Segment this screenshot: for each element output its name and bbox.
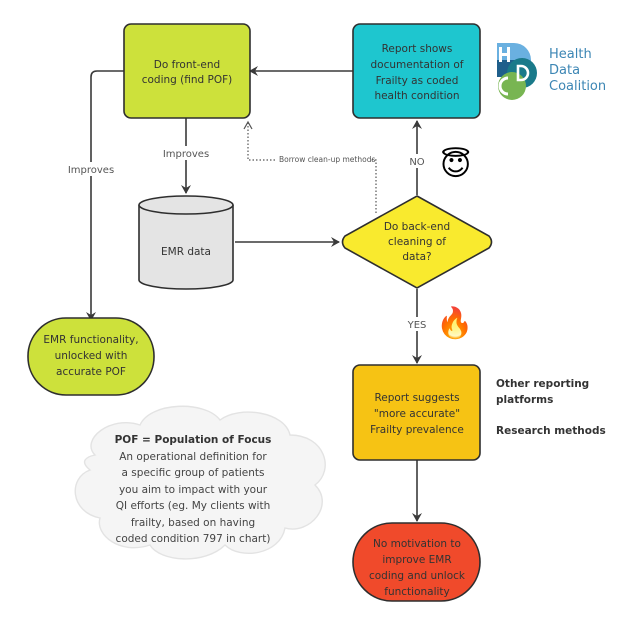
- node-text: Do front-end: [154, 59, 220, 71]
- health-data-coalition-logo: Health Data Coalition: [497, 43, 606, 100]
- edge-label-no: NO: [409, 157, 424, 168]
- node-text: coding (find POF): [142, 74, 233, 86]
- node-text: health condition: [374, 90, 459, 102]
- node-text: cleaning of: [388, 236, 446, 248]
- cloud-title: POF = Population of Focus: [115, 434, 272, 446]
- logo-text-data: Data: [549, 63, 580, 78]
- node-text: data?: [402, 251, 431, 263]
- node-text: documentation of: [371, 59, 464, 71]
- node-emr-functionality: EMR functionality, unlocked with accurat…: [27, 317, 155, 396]
- node-report-shows-coded: Report shows documentation of Frailty as…: [352, 23, 481, 119]
- node-text: Do back-end: [384, 221, 450, 233]
- fire-icon: 🔥: [436, 305, 473, 341]
- node-text: EMR data: [161, 246, 211, 258]
- node-text: functionality: [384, 586, 450, 598]
- cloud-text-line: QI efforts (eg. My clients with: [116, 500, 271, 512]
- pof-definition-cloud: POF = Population of Focus An operational…: [74, 405, 326, 560]
- node-text: Frailty prevalence: [370, 424, 464, 436]
- edge-borrow-dotted: [243, 120, 377, 213]
- edge-label-improves-left: Improves: [68, 165, 114, 176]
- node-text: Report suggests: [374, 392, 459, 404]
- smiling-face-with-halo-icon: 😇: [440, 147, 471, 183]
- edge-label-improves-center: Improves: [163, 149, 209, 160]
- node-text: EMR functionality,: [43, 334, 138, 346]
- node-back-end-cleaning: Do back-end cleaning of data?: [341, 195, 493, 289]
- logo-text-health: Health: [549, 47, 592, 62]
- cloud-text-line: frailty, based on having: [131, 517, 255, 529]
- side-note-other-reporting: Other reporting: [496, 378, 589, 390]
- edge-label-yes: YES: [407, 320, 427, 331]
- node-text: Frailty as coded: [376, 75, 459, 87]
- node-report-suggests: Report suggests "more accurate" Frailty …: [352, 364, 481, 461]
- cloud-text-line: coded condition 797 in chart): [116, 533, 271, 545]
- node-emr-data: EMR data: [138, 195, 234, 290]
- edge-frontend-to-functionality: [86, 70, 124, 321]
- side-note-research-methods: Research methods: [496, 425, 606, 437]
- cloud-text-line: An operational definition for: [119, 451, 267, 463]
- cloud-text-line: a specific group of patients: [122, 467, 265, 479]
- edge-label-borrow: Borrow clean-up methods: [279, 155, 375, 164]
- node-text: "more accurate": [374, 408, 460, 420]
- node-front-end-coding: Do front-end coding (find POF): [123, 23, 251, 119]
- hdc-logo-mark-icon: [497, 43, 537, 100]
- node-text: improve EMR: [382, 554, 451, 566]
- node-text: accurate POF: [56, 366, 126, 378]
- side-note-platforms: platforms: [496, 394, 553, 406]
- cloud-text-line: you aim to impact with your: [119, 484, 268, 496]
- side-notes: Other reporting platforms Research metho…: [496, 378, 606, 437]
- node-text: unlocked with: [55, 350, 128, 362]
- node-text: No motivation to: [373, 538, 461, 550]
- node-no-motivation: No motivation to improve EMR coding and …: [352, 522, 481, 602]
- logo-text-coalition: Coalition: [549, 79, 606, 94]
- node-text: coding and unlock: [369, 570, 466, 582]
- node-text: Report shows: [382, 43, 453, 55]
